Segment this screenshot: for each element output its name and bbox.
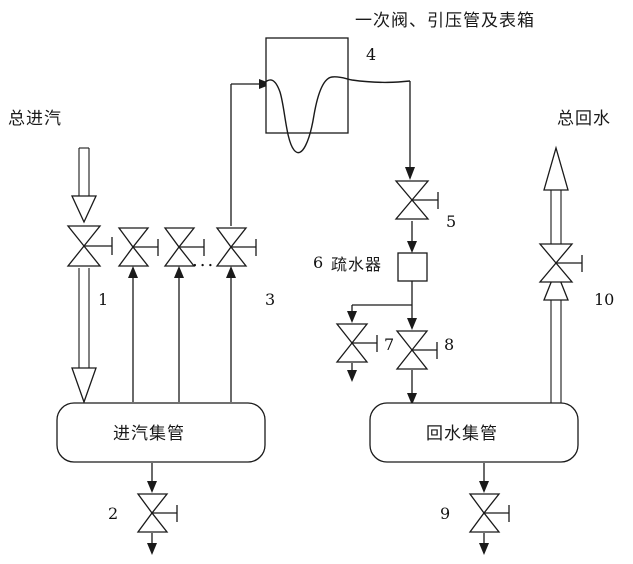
valve-8[interactable] [395,330,438,405]
label-number-2: 2 [108,504,118,523]
branch-valve-c[interactable] [215,79,272,402]
valve-2[interactable] [136,493,178,555]
label-number-1: 1 [98,290,108,309]
steam-inlet-header[interactable] [56,402,266,463]
return-header-drain-pipe [479,463,489,493]
label-main-return-water: 总回水 [557,109,611,129]
steam-trap-6[interactable] [397,252,428,282]
steam-header-drain-pipe [147,463,157,493]
branch-valve-a[interactable] [117,227,159,402]
label-number-9: 9 [440,504,450,523]
label-main-steam-inlet: 总进汽 [8,109,62,129]
main-return-water-pipe [543,145,569,403]
label-number-8: 8 [444,335,454,354]
pipe-valve5-to-trap [407,221,417,253]
valve-10[interactable] [538,243,583,283]
label-number-10: 10 [594,290,614,309]
label-number-7: 7 [384,335,394,354]
valve-7[interactable] [335,323,378,382]
instrument-box-title: 一次阀、引压管及表箱 [355,11,535,31]
valve-5[interactable] [394,180,439,220]
label-steam-trap: 疏水器 [331,255,382,274]
label-return-header: 回水集管 [426,424,498,444]
tee-below-trap [347,281,417,330]
valve-9[interactable] [468,493,510,555]
label-number-3: 3 [265,290,275,309]
return-water-header[interactable] [369,402,579,463]
instrument-box-4[interactable] [263,37,411,154]
label-number-6: 6 [313,253,323,272]
main-steam-inlet-pipe-lower [71,268,97,404]
label-number-5: 5 [446,212,456,231]
label-steam-header: 进汽集管 [113,424,185,444]
label-number-4: 4 [366,45,376,64]
main-steam-inlet-pipe-upper [70,147,98,224]
branch-valve-b[interactable] [163,227,205,402]
branch-ellipsis: ... [192,250,215,271]
impulse-line-to-valve-5 [405,81,415,180]
valve-1[interactable] [66,225,113,267]
